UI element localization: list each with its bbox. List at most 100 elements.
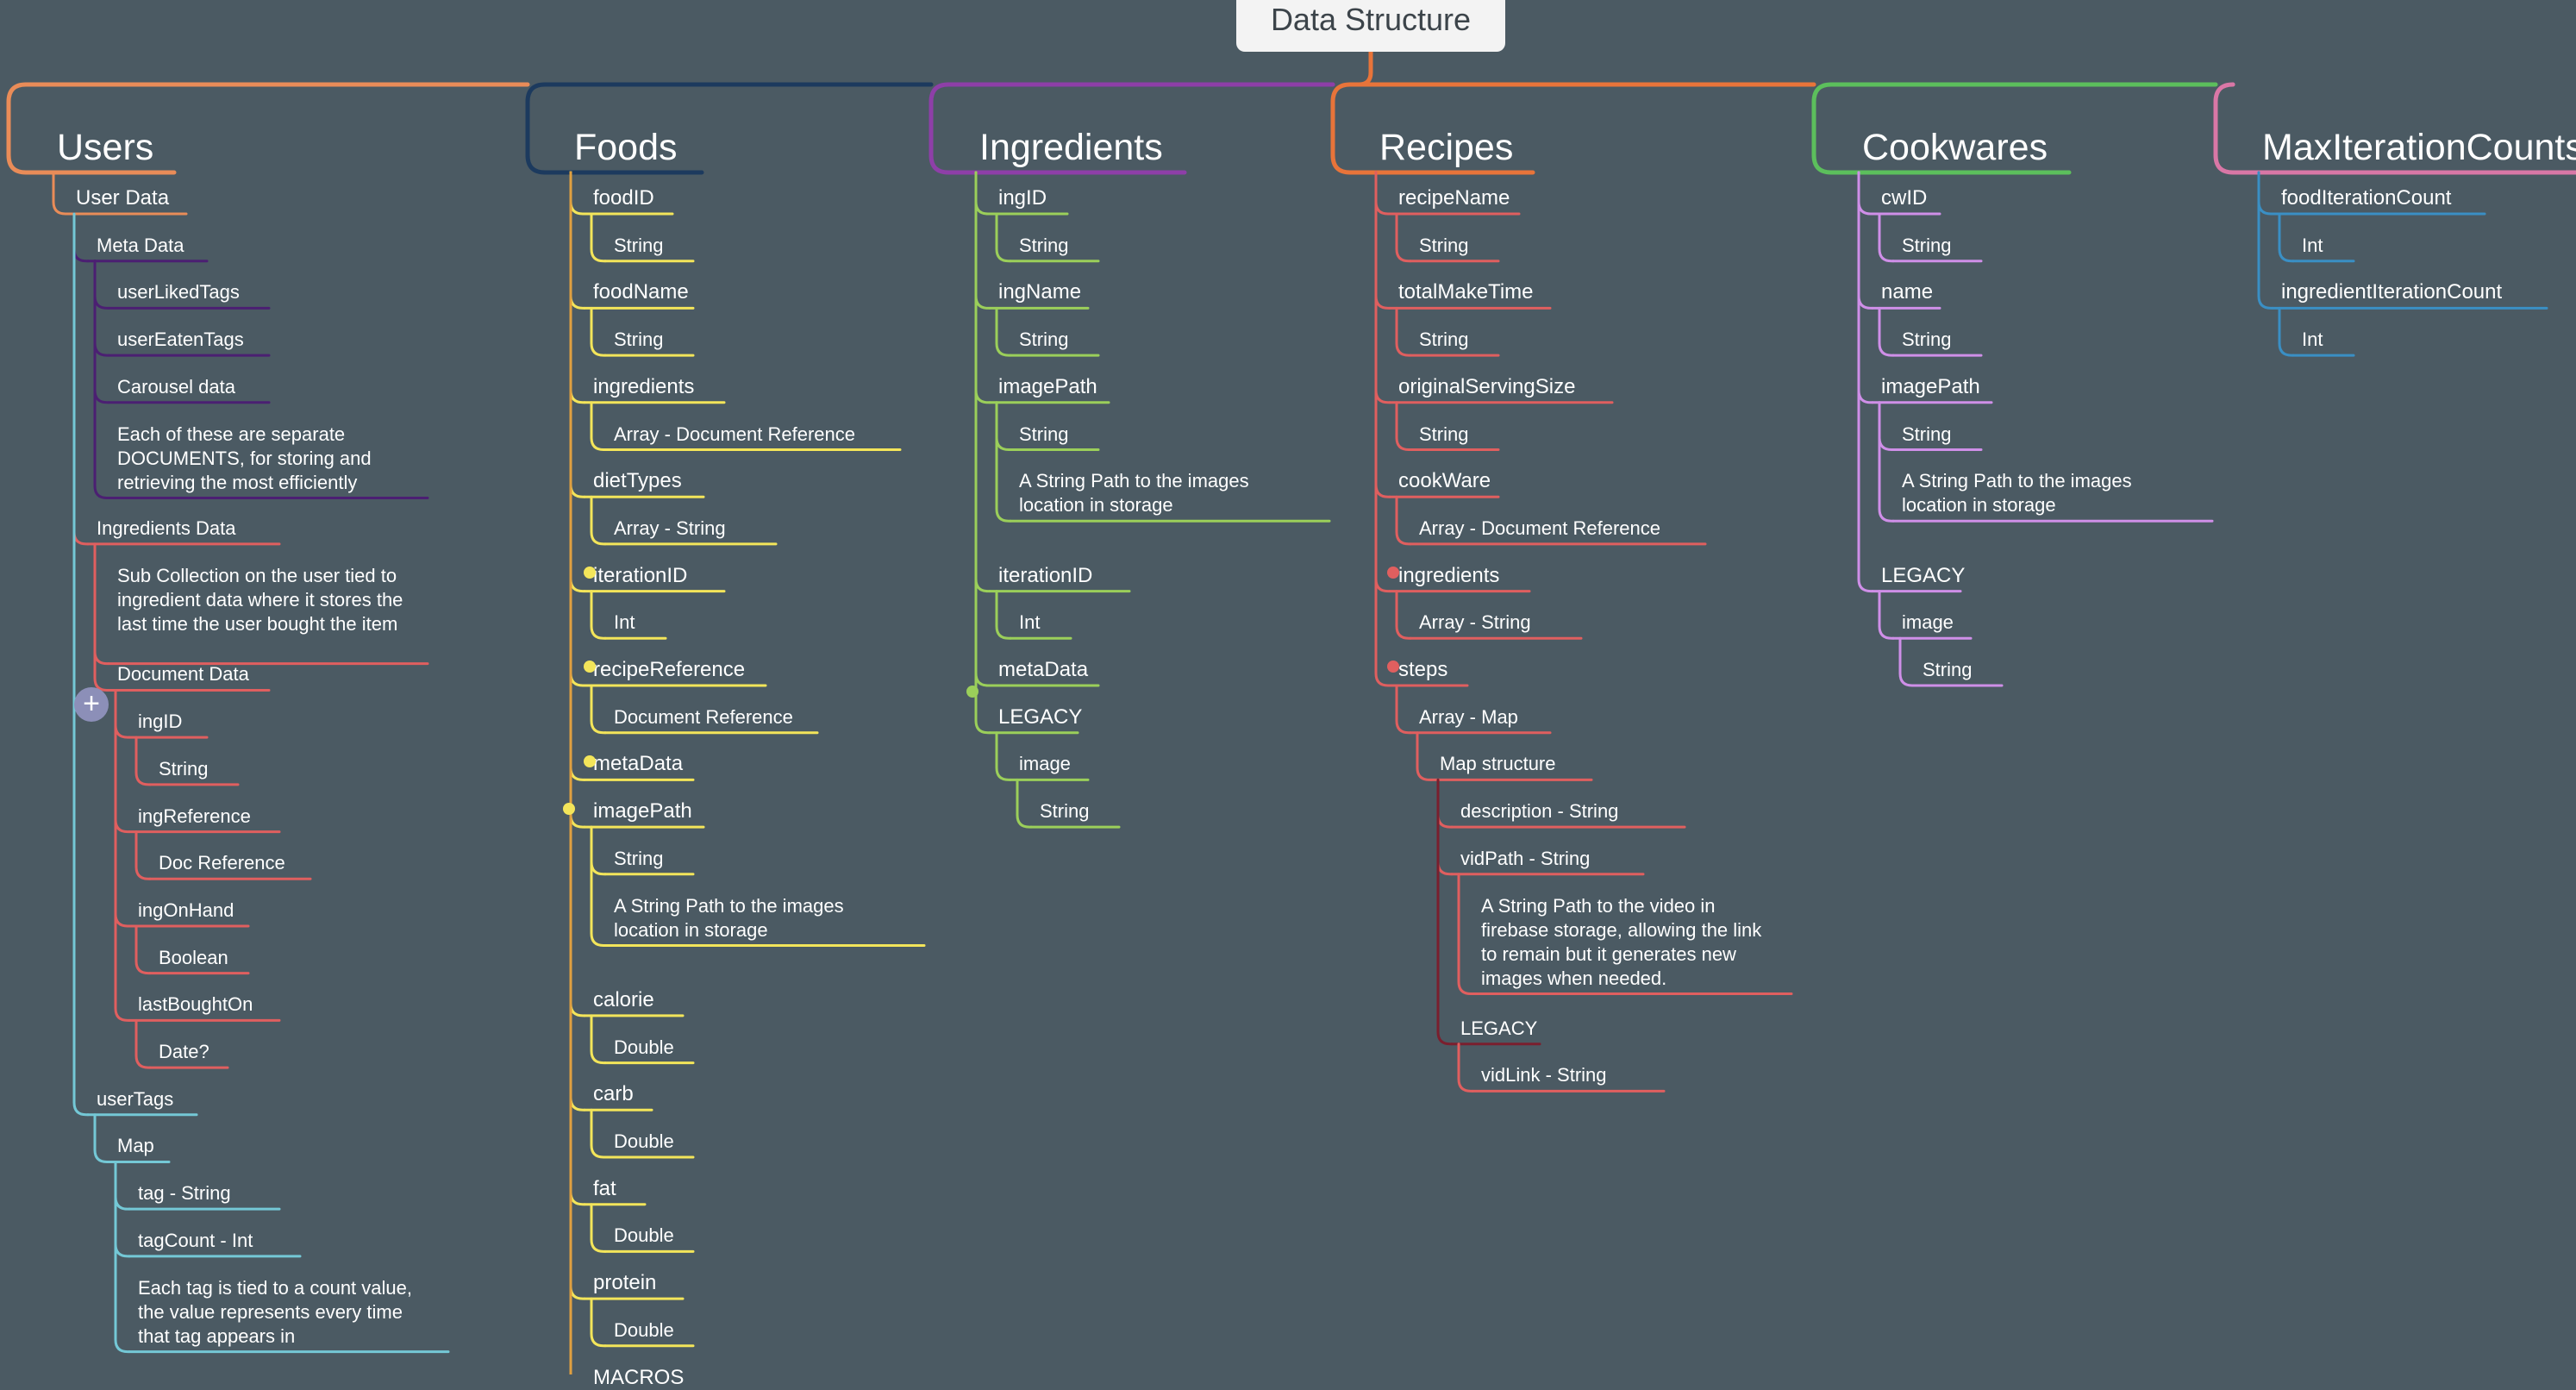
node-recipes-15[interactable]: A String Path to the video in firebase s…: [1481, 894, 1762, 989]
node-users-21[interactable]: Each tag is tied to a count value, the v…: [138, 1276, 412, 1347]
node-users-0[interactable]: User Data: [76, 186, 170, 210]
node-cookwares-9[interactable]: String: [1923, 659, 1973, 680]
node-cookwares-5[interactable]: String: [1902, 423, 1952, 445]
add-node-icon[interactable]: +: [74, 687, 109, 722]
node-ingredients-7[interactable]: iterationID: [998, 563, 1093, 587]
node-users-19[interactable]: tag - String: [138, 1182, 231, 1205]
node-users-2[interactable]: userLikedTags: [117, 281, 240, 304]
node-cookwares-3[interactable]: String: [1902, 329, 1952, 351]
node-users-14[interactable]: Boolean: [159, 946, 228, 968]
node-foods-19[interactable]: Double: [614, 1130, 674, 1152]
node-cookwares-6[interactable]: A String Path to the images location in …: [1902, 470, 2132, 517]
node-foods-7[interactable]: Array - String: [614, 517, 726, 539]
node-foods-10[interactable]: recipeReference: [593, 658, 746, 681]
node-foods-21[interactable]: Double: [614, 1224, 674, 1247]
node-recipes-2[interactable]: totalMakeTime: [1398, 280, 1534, 304]
node-foods-8[interactable]: iterationID: [593, 563, 688, 587]
root-node[interactable]: Data Structure: [1236, 0, 1505, 52]
node-foods-0[interactable]: foodID: [593, 186, 654, 210]
node-users-7[interactable]: Sub Collection on the user tied to ingre…: [117, 564, 403, 635]
node-ingredients-5[interactable]: String: [1019, 423, 1069, 445]
node-foods-9[interactable]: Int: [614, 611, 635, 634]
node-recipes-5[interactable]: String: [1419, 423, 1469, 445]
node-cookwares-0[interactable]: cwID: [1881, 186, 1928, 210]
node-recipes-1[interactable]: String: [1419, 234, 1469, 256]
collapse-toggle-foods-0[interactable]: [584, 567, 596, 579]
node-recipes-3[interactable]: String: [1419, 329, 1469, 351]
branch-title-users[interactable]: Users: [57, 127, 154, 168]
node-recipes-8[interactable]: ingredients: [1398, 563, 1500, 587]
node-users-10[interactable]: String: [159, 757, 209, 780]
node-users-1[interactable]: Meta Data: [97, 234, 184, 256]
node-ingredients-8[interactable]: Int: [1019, 611, 1041, 634]
node-recipes-0[interactable]: recipeName: [1398, 186, 1510, 210]
node-users-18[interactable]: Map: [117, 1135, 154, 1157]
node-users-16[interactable]: Date?: [159, 1041, 209, 1063]
node-foods-1[interactable]: String: [614, 234, 664, 256]
node-recipes-13[interactable]: description - String: [1460, 800, 1619, 823]
node-cookwares-2[interactable]: name: [1881, 280, 1934, 304]
node-foods-5[interactable]: Array - Document Reference: [614, 423, 855, 445]
node-foods-16[interactable]: calorie: [593, 987, 654, 1011]
node-foods-2[interactable]: foodName: [593, 280, 689, 304]
node-maxiter-2[interactable]: ingredientIterationCount: [2281, 280, 2503, 304]
collapse-toggle-ingredients-0[interactable]: [966, 686, 979, 698]
node-foods-3[interactable]: String: [614, 329, 664, 351]
node-users-4[interactable]: Carousel data: [117, 375, 235, 398]
node-foods-11[interactable]: Document Reference: [614, 705, 793, 728]
node-cookwares-4[interactable]: imagePath: [1881, 374, 1980, 398]
node-users-8[interactable]: Document Data: [117, 663, 249, 686]
node-foods-17[interactable]: Double: [614, 1036, 674, 1058]
node-foods-24[interactable]: MACROS: [593, 1365, 685, 1389]
node-users-3[interactable]: userEatenTags: [117, 329, 244, 351]
node-ingredients-3[interactable]: String: [1019, 329, 1069, 351]
node-maxiter-1[interactable]: Int: [2302, 234, 2323, 256]
node-users-5[interactable]: Each of these are separate DOCUMENTS, fo…: [117, 423, 372, 493]
branch-title-cookwares[interactable]: Cookwares: [1862, 127, 2048, 168]
collapse-toggle-recipes-0[interactable]: [1387, 567, 1399, 579]
node-users-20[interactable]: tagCount - Int: [138, 1229, 253, 1251]
node-recipes-7[interactable]: Array - Document Reference: [1419, 517, 1660, 539]
branch-title-maxiter[interactable]: MaxIterationCounts: [2262, 127, 2576, 168]
node-foods-18[interactable]: carb: [593, 1082, 634, 1106]
node-users-13[interactable]: ingOnHand: [138, 898, 234, 921]
node-ingredients-0[interactable]: ingID: [998, 186, 1047, 210]
node-foods-23[interactable]: Double: [614, 1318, 674, 1341]
branch-title-ingredients[interactable]: Ingredients: [979, 127, 1163, 168]
node-foods-15[interactable]: A String Path to the images location in …: [614, 894, 844, 941]
node-recipes-4[interactable]: originalServingSize: [1398, 374, 1576, 398]
node-recipes-10[interactable]: steps: [1398, 658, 1448, 681]
node-users-12[interactable]: Doc Reference: [159, 852, 285, 874]
node-ingredients-6[interactable]: A String Path to the images location in …: [1019, 470, 1249, 517]
node-ingredients-2[interactable]: ingName: [998, 280, 1082, 304]
node-cookwares-8[interactable]: image: [1902, 611, 1954, 634]
node-users-15[interactable]: lastBoughtOn: [138, 993, 253, 1016]
collapse-toggle-recipes-1[interactable]: [1387, 661, 1399, 673]
node-foods-4[interactable]: ingredients: [593, 374, 695, 398]
node-foods-6[interactable]: dietTypes: [593, 469, 682, 493]
node-foods-13[interactable]: imagePath: [593, 799, 692, 823]
node-recipes-14[interactable]: vidPath - String: [1460, 847, 1591, 869]
node-recipes-6[interactable]: cookWare: [1398, 469, 1491, 493]
node-maxiter-0[interactable]: foodIterationCount: [2281, 186, 2452, 210]
node-ingredients-10[interactable]: LEGACY: [998, 704, 1083, 729]
node-users-6[interactable]: Ingredients Data: [97, 517, 236, 539]
node-ingredients-4[interactable]: imagePath: [998, 374, 1097, 398]
node-ingredients-12[interactable]: String: [1040, 800, 1090, 823]
node-ingredients-9[interactable]: metaData: [998, 658, 1089, 681]
node-ingredients-1[interactable]: String: [1019, 234, 1069, 256]
node-recipes-12[interactable]: Map structure: [1440, 753, 1556, 775]
node-maxiter-3[interactable]: Int: [2302, 329, 2323, 351]
node-foods-12[interactable]: metaData: [593, 752, 684, 776]
collapse-toggle-foods-3[interactable]: [563, 803, 575, 815]
node-users-11[interactable]: ingReference: [138, 805, 251, 827]
node-foods-20[interactable]: fat: [593, 1176, 616, 1200]
node-recipes-17[interactable]: vidLink - String: [1481, 1064, 1607, 1086]
node-foods-22[interactable]: protein: [593, 1271, 657, 1295]
node-cookwares-7[interactable]: LEGACY: [1881, 563, 1966, 587]
node-users-9[interactable]: ingID: [138, 711, 183, 733]
node-foods-14[interactable]: String: [614, 847, 664, 869]
collapse-toggle-foods-2[interactable]: [584, 755, 596, 767]
node-recipes-11[interactable]: Array - Map: [1419, 705, 1518, 728]
branch-title-recipes[interactable]: Recipes: [1379, 127, 1514, 168]
